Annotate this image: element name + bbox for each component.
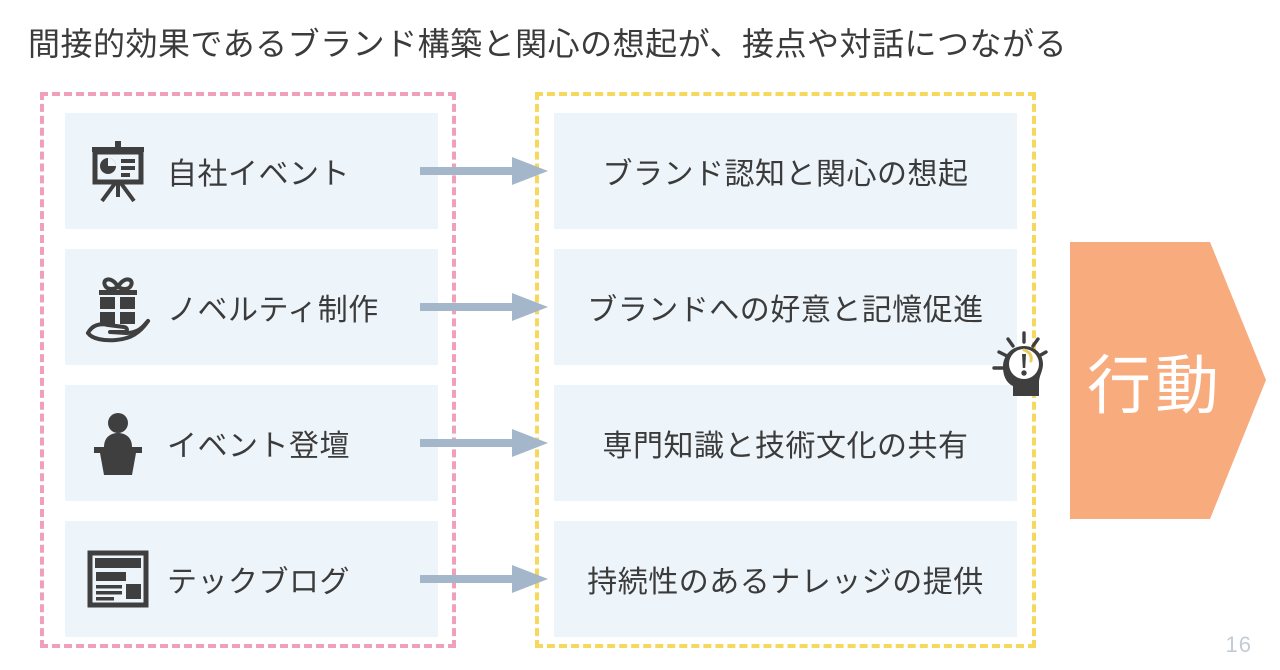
- outcome-label: ブランド認知と関心の想起: [602, 158, 969, 191]
- activity-label: ノベルティ制作: [167, 294, 379, 327]
- left-group-box: [40, 92, 456, 648]
- action-shape: [1070, 242, 1266, 519]
- outcome-card[interactable]: ブランドへの好意と記憶促進: [554, 249, 1017, 365]
- activity-card[interactable]: テックブログ: [65, 521, 438, 637]
- presentation-board-icon: [75, 128, 161, 214]
- gift-on-hand-icon: [75, 264, 161, 350]
- flow-arrow-icon: [420, 289, 550, 325]
- head-idea-lightbulb-icon: [986, 330, 1056, 402]
- article-layout-icon: [75, 536, 161, 622]
- page-title: 間接的効果であるブランド構築と関心の想起が、接点や対話につながる: [28, 26, 1068, 62]
- outcome-label: ブランドへの好意と記憶促進: [587, 294, 984, 327]
- diagram-row: テックブログ 持続性のあるナレッジの提供: [0, 521, 1280, 637]
- flow-arrow-icon: [420, 425, 550, 461]
- outcome-label: 専門知識と技術文化の共有: [602, 430, 969, 463]
- flow-arrow-icon: [420, 153, 550, 189]
- outcome-card[interactable]: ブランド認知と関心の想起: [554, 113, 1017, 229]
- activity-label: イベント登壇: [167, 430, 350, 463]
- diagram-row: ノベルティ制作 ブランドへの好意と記憶促進: [0, 249, 1280, 365]
- flow-arrow-icon: [420, 561, 550, 597]
- outcome-card[interactable]: 持続性のあるナレッジの提供: [554, 521, 1017, 637]
- speaker-podium-icon: [75, 400, 161, 486]
- outcome-label: 持続性のあるナレッジの提供: [587, 566, 984, 599]
- activity-label: 自社イベント: [167, 158, 350, 191]
- activity-card[interactable]: 自社イベント: [65, 113, 438, 229]
- page-number: 16: [1225, 632, 1252, 657]
- activity-card[interactable]: イベント登壇: [65, 385, 438, 501]
- diagram-row: 自社イベント ブランド認知と関心の想起: [0, 113, 1280, 229]
- activity-card[interactable]: ノベルティ制作: [65, 249, 438, 365]
- outcome-card[interactable]: 専門知識と技術文化の共有: [554, 385, 1017, 501]
- diagram-row: イベント登壇 専門知識と技術文化の共有: [0, 385, 1280, 501]
- activity-label: テックブログ: [167, 566, 350, 599]
